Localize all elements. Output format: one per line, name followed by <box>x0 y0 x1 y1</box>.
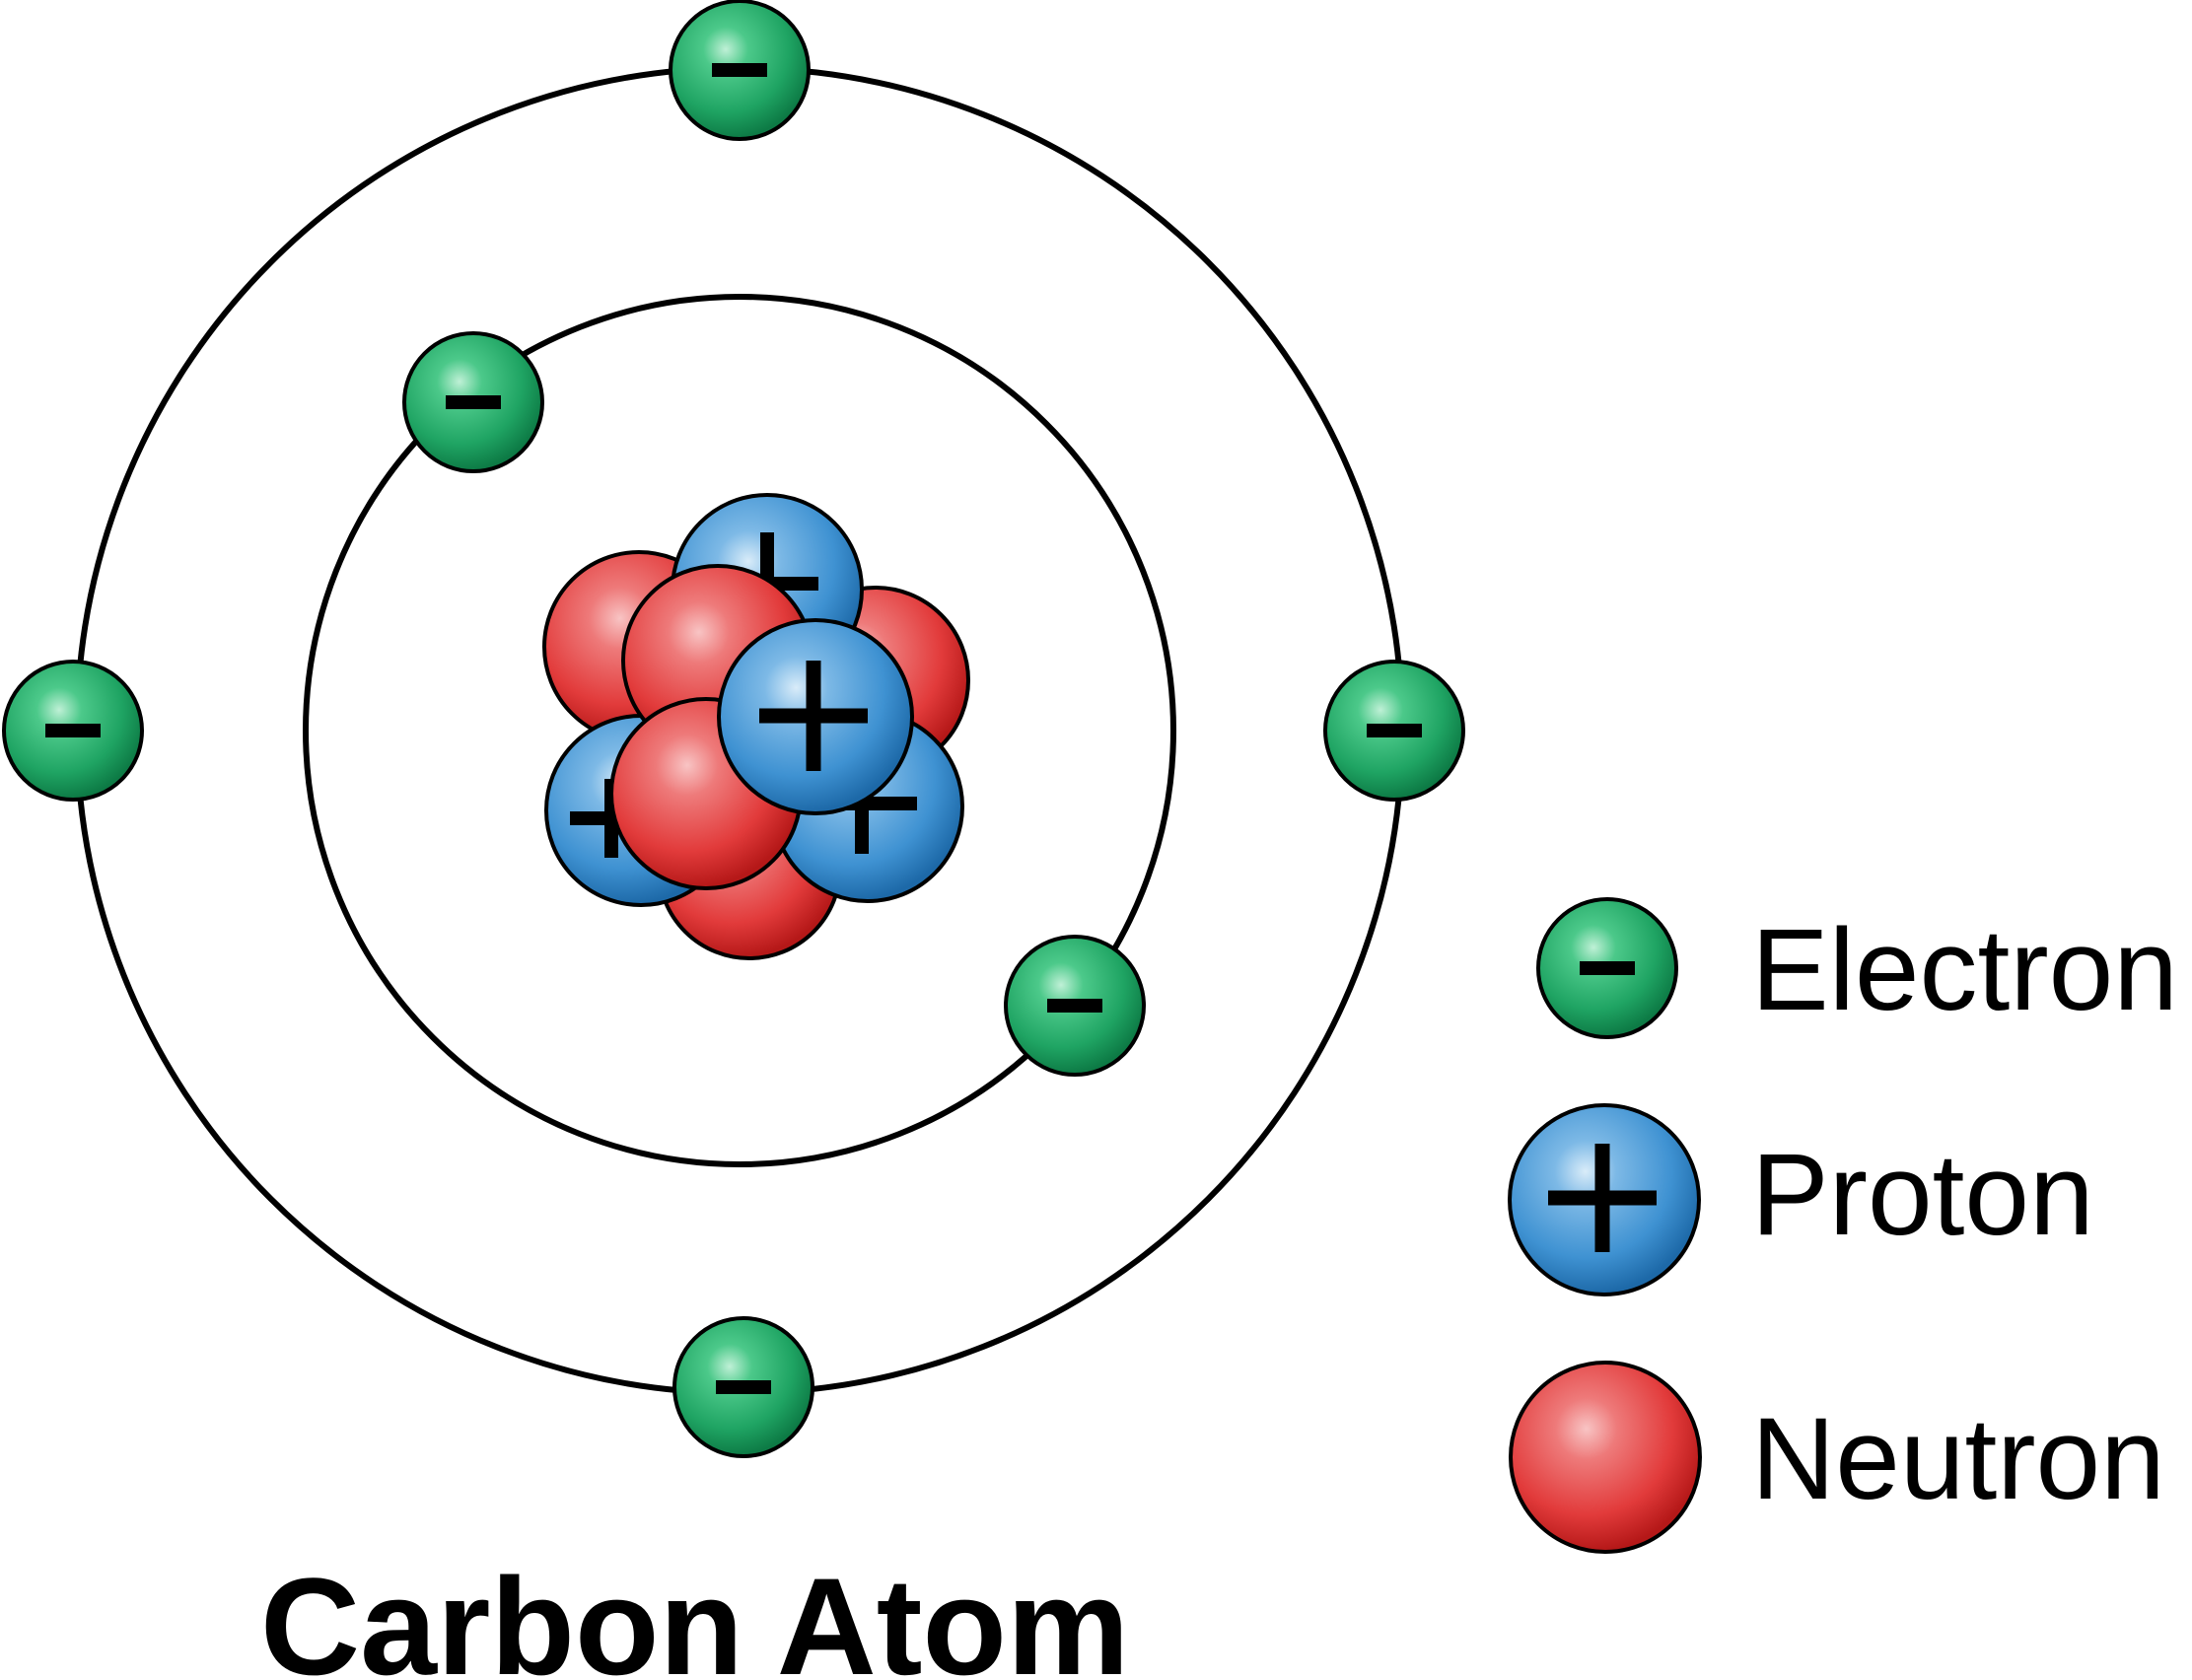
electrons <box>2 0 1465 1458</box>
legend-item-neutron: Neutron <box>1509 1361 2165 1554</box>
electron <box>2 660 144 802</box>
legend: Electron Proton Neutron <box>1508 897 2178 1554</box>
legend-label-neutron: Neutron <box>1751 1394 2165 1524</box>
inner-orbit <box>303 294 1176 1167</box>
minus-icon <box>716 1380 771 1394</box>
proton <box>717 618 914 815</box>
legend-label-electron: Electron <box>1751 905 2178 1035</box>
electron <box>1004 935 1146 1077</box>
electron <box>672 1316 814 1458</box>
diagram-title: Carbon Atom <box>260 1549 1129 1680</box>
minus-icon <box>45 724 101 737</box>
legend-item-proton: Proton <box>1508 1103 2094 1296</box>
electron <box>402 331 544 473</box>
minus-icon <box>1047 999 1102 1013</box>
electron <box>669 0 811 141</box>
neutron-swatch <box>1509 1361 1702 1554</box>
plus-icon <box>1548 1144 1657 1252</box>
minus-icon <box>446 395 501 409</box>
legend-label-proton: Proton <box>1751 1130 2094 1260</box>
legend-item-electron: Electron <box>1536 897 2178 1039</box>
nucleus <box>542 493 970 960</box>
electron <box>1323 660 1465 802</box>
minus-icon <box>712 63 767 77</box>
minus-icon <box>1367 724 1422 737</box>
plus-icon <box>759 661 868 771</box>
minus-icon <box>1580 961 1635 975</box>
